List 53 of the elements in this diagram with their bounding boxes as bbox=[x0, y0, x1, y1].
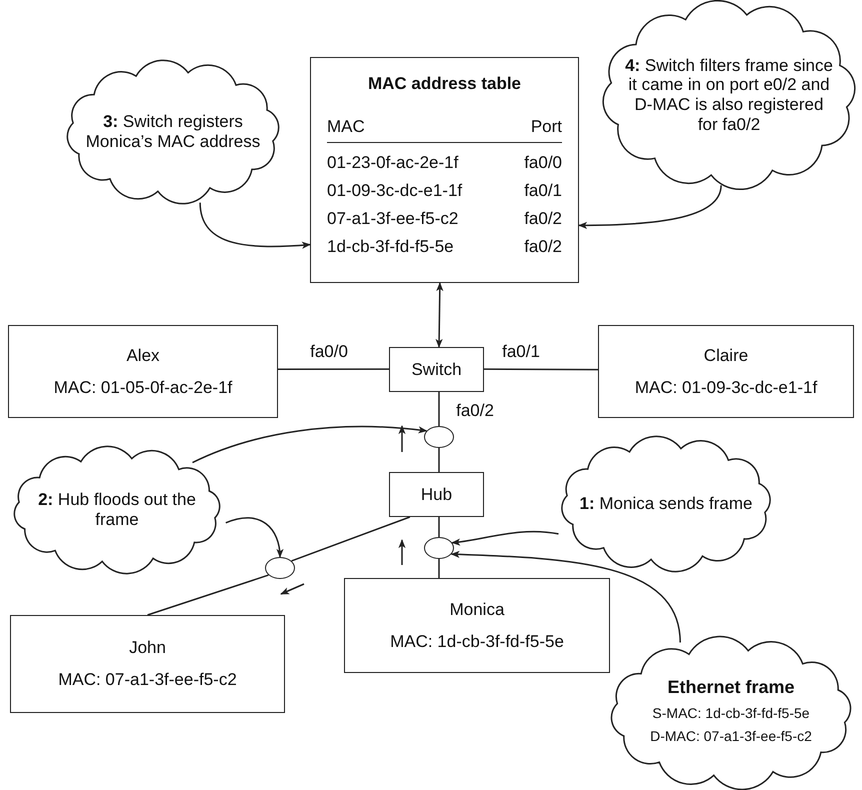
device-name: Monica bbox=[450, 600, 504, 620]
column-header: Port bbox=[516, 112, 562, 143]
table-cell-text: 07-a1-3f-ee-f5-c2 bbox=[327, 208, 460, 230]
connector-line bbox=[438, 517, 440, 537]
mac-address: MAC: 01-09-3c-dc-e1-1f bbox=[634, 378, 818, 398]
table-cell-text: 01-23-0f-ac-2e-1f bbox=[327, 152, 460, 174]
column-header: MAC bbox=[327, 112, 516, 143]
callout-text: 2: Hub floods out the frame bbox=[37, 490, 197, 530]
callout-text: 3: Switch registers Monica’s MAC address bbox=[84, 112, 262, 152]
computer-box bbox=[344, 578, 610, 673]
table-cell-text: fa0/1 bbox=[524, 180, 562, 202]
computer-box bbox=[598, 325, 854, 418]
arrow bbox=[226, 517, 284, 558]
mac-address: MAC: 1d-cb-3f-fd-f5-5e bbox=[390, 632, 564, 652]
arrow bbox=[578, 185, 722, 229]
device-name: John bbox=[129, 638, 166, 658]
device-box bbox=[389, 472, 484, 517]
connector-line bbox=[438, 448, 440, 472]
table-cell-text: fa0/0 bbox=[524, 152, 562, 174]
table-cell-text: fa0/2 bbox=[524, 236, 562, 258]
mac-address: MAC: 01-05-0f-ac-2e-1f bbox=[54, 378, 232, 398]
frame-marker bbox=[265, 557, 295, 579]
table-cell-text: 1d-cb-3f-fd-f5-5e bbox=[327, 236, 455, 258]
arrow bbox=[192, 426, 428, 464]
arrow bbox=[436, 282, 444, 348]
connector-line bbox=[278, 368, 389, 370]
callout-text: 4: Switch filters frame since it came in on port e0/2 and D-MAC is also registered for fa0/2 bbox=[624, 56, 834, 134]
mac-address: MAC: 07-a1-3f-ee-f5-c2 bbox=[58, 670, 237, 690]
device-name: Switch bbox=[411, 360, 462, 380]
device-name: Alex bbox=[126, 346, 160, 366]
device-name: Hub bbox=[420, 484, 452, 504]
connector-line bbox=[147, 574, 269, 616]
table-cell-text: 01-09-3c-dc-e1-1f bbox=[327, 180, 464, 202]
computer-box bbox=[10, 615, 285, 713]
mac-address: S-MAC: 1d-cb-3f-fd-f5-5e bbox=[652, 704, 810, 723]
callout-title: Ethernet frame bbox=[667, 676, 795, 698]
computer-box bbox=[8, 325, 278, 418]
table-box bbox=[310, 57, 579, 283]
device-name: Claire bbox=[704, 346, 748, 366]
mac-address: D-MAC: 07-a1-3f-ee-f5-c2 bbox=[650, 727, 812, 746]
connector-line bbox=[291, 516, 410, 562]
connector-line bbox=[484, 368, 598, 370]
device-box bbox=[389, 347, 484, 392]
arrow bbox=[451, 530, 559, 546]
callout-text: 1: Monica sends frame bbox=[580, 494, 752, 514]
frame-marker bbox=[424, 426, 454, 448]
table-cell-text: fa0/2 bbox=[524, 208, 562, 230]
frame-marker bbox=[424, 537, 454, 559]
arrow bbox=[450, 550, 681, 643]
table-title: MAC address table bbox=[368, 74, 522, 94]
connector-line bbox=[438, 392, 440, 426]
arrow bbox=[199, 202, 311, 249]
connector-line bbox=[438, 559, 440, 578]
